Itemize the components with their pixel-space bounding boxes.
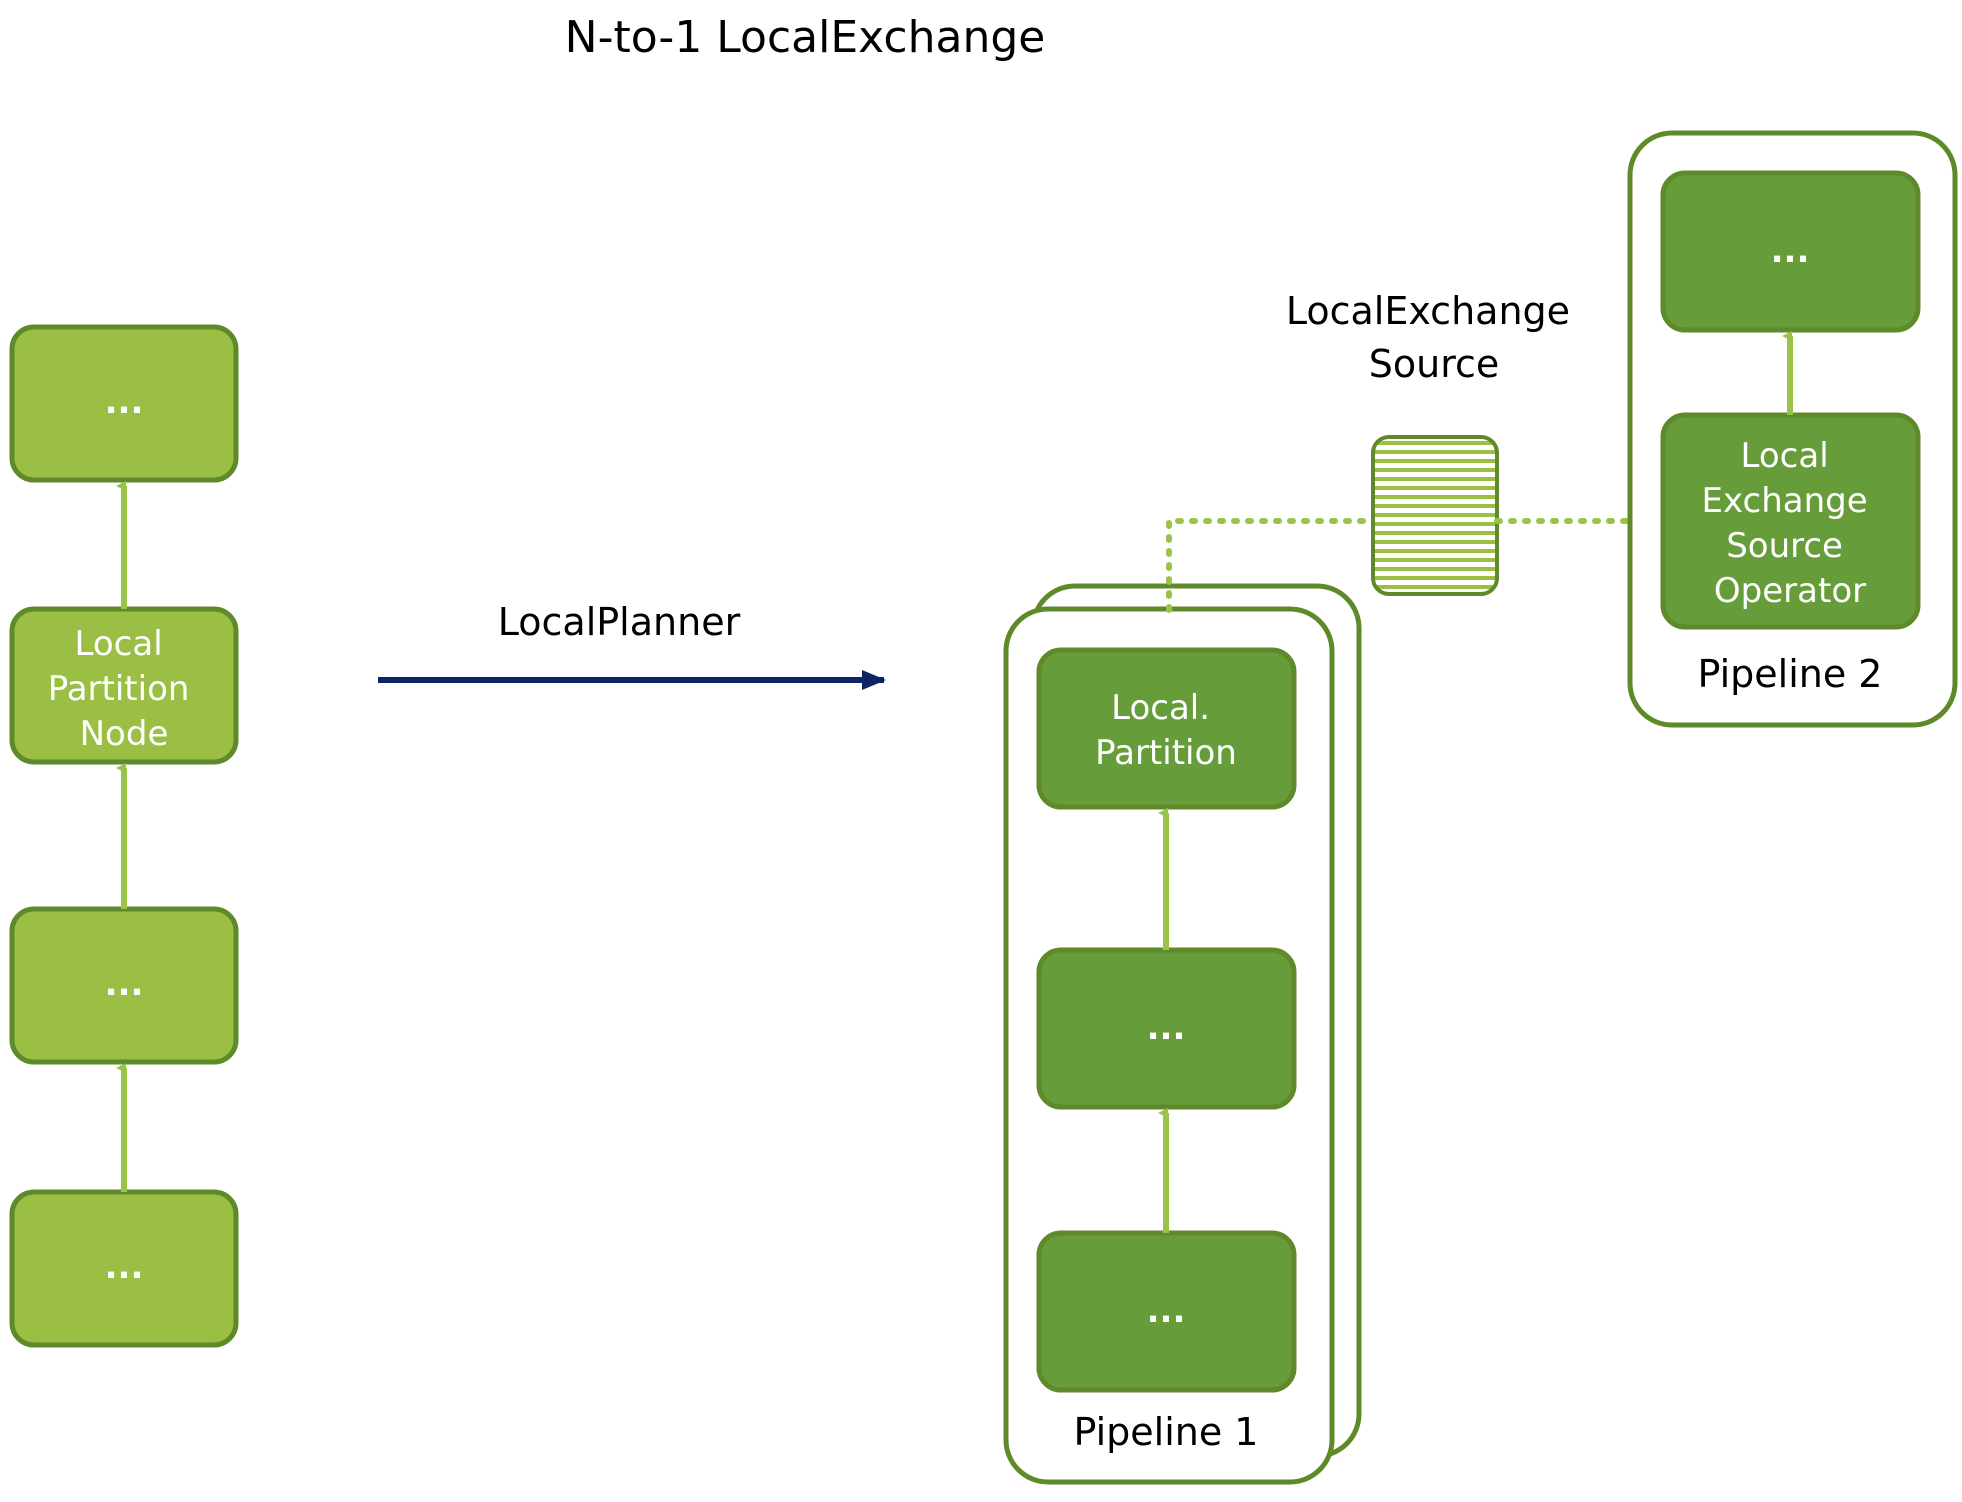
- local-exchange-source-label: LocalExchange Source: [1286, 289, 1582, 386]
- pipeline-2: ... Local Exchange Source Operator Pipel…: [1627, 130, 1958, 728]
- pipeline-2-source-op-text: Local Exchange Source Operator: [1702, 436, 1879, 611]
- pipeline-2-top-op: [1660, 170, 1921, 333]
- pipeline-1-bottom-op-text: ...: [1147, 1291, 1186, 1331]
- pipeline-1-local-partition-op: [1036, 647, 1297, 810]
- logical-partition-node-text: Local Partition Node: [48, 624, 201, 754]
- logical-top-node-text: ...: [105, 382, 144, 422]
- logical-middle-node-text: ...: [105, 964, 144, 1004]
- pipeline-1-label: Pipeline 1: [1074, 1410, 1259, 1454]
- local-exchange-buffer: [1371, 435, 1499, 596]
- diagram-title: N-to-1 LocalExchange: [565, 12, 1046, 63]
- pipeline-2-label: Pipeline 2: [1698, 652, 1883, 696]
- local-exchange-source: LocalExchange Source: [1166, 289, 1665, 613]
- exchange-dotted-connector: [1166, 518, 1376, 613]
- pipeline-1-local-partition-op-text: Local. Partition: [1095, 688, 1237, 773]
- pipeline-1: Local. Partition ... ... Pipeline 1: [1003, 583, 1362, 1485]
- logical-top-node: [9, 324, 239, 483]
- pipeline-1-middle-op-text: ...: [1147, 1008, 1186, 1048]
- logical-plan: ... Local Partition Node ... ...: [9, 324, 239, 1348]
- local-planner-label: LocalPlanner: [498, 600, 741, 644]
- logical-bottom-node-text: ...: [105, 1247, 144, 1287]
- pipeline-2-top-op-text: ...: [1771, 231, 1810, 271]
